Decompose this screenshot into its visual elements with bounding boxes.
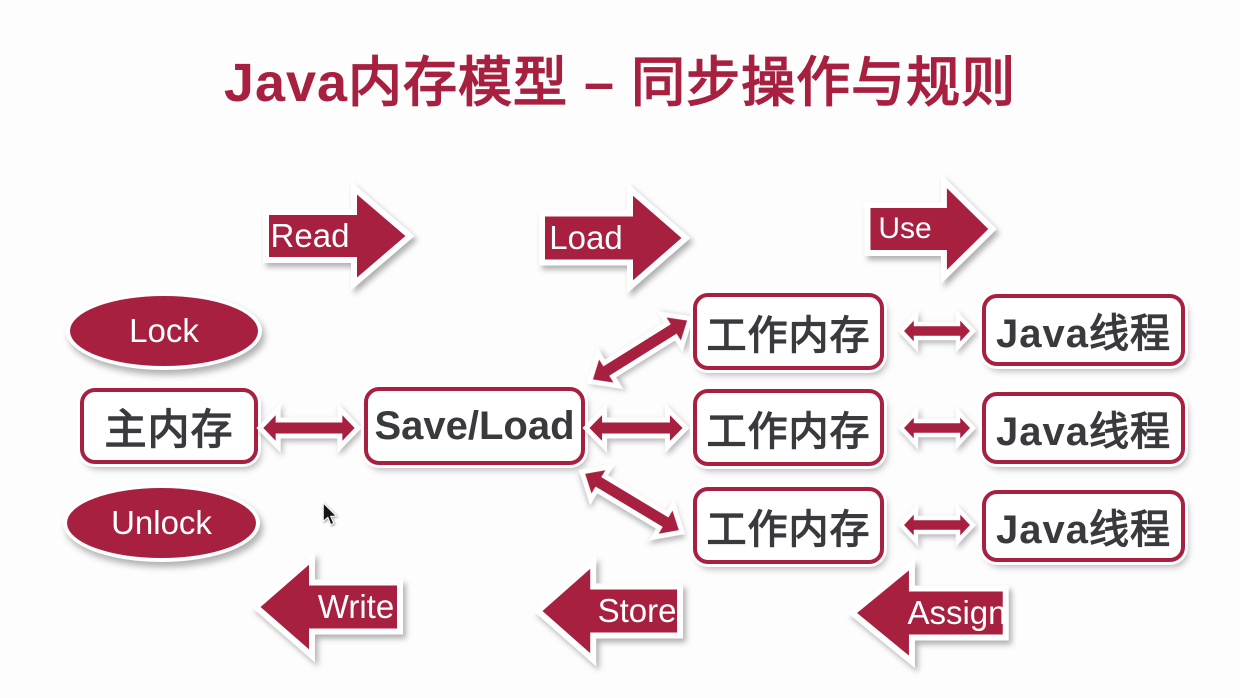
right-block-arrow-icon	[538, 183, 690, 293]
assign-arrow-label: Assign	[907, 594, 1007, 631]
working-java-double-arrow-1	[897, 311, 977, 351]
right-block-arrow-icon	[864, 175, 996, 283]
lock-ellipse: Lock	[66, 292, 262, 370]
right-block-arrow-icon	[262, 182, 414, 290]
working-memory-box-2: 工作内存	[693, 389, 884, 466]
java-thread-label: Java线程	[996, 312, 1171, 356]
read-arrow-label: Read	[270, 217, 350, 254]
use-arrow: Use	[864, 175, 996, 283]
write-arrow: Write	[252, 552, 404, 662]
main-memory-label: 主内存	[104, 405, 234, 453]
java-thread-box-1: Java线程	[982, 294, 1185, 366]
left-block-arrow-icon	[252, 552, 404, 662]
load-arrow: Load	[538, 183, 690, 293]
load-arrow-label: Load	[549, 219, 623, 256]
save-load-box: Save/Load	[364, 387, 585, 465]
store-arrow: Store	[534, 556, 684, 666]
left-block-arrow-icon	[534, 556, 684, 666]
main-save-double-arrow	[256, 405, 362, 451]
read-arrow: Read	[262, 182, 414, 290]
working-java-double-arrow-2	[897, 408, 977, 448]
use-arrow-label: Use	[878, 212, 932, 245]
save-load-label: Save/Load	[374, 403, 575, 448]
double-arrow-icon	[566, 450, 698, 554]
save-working1-double-arrow	[574, 297, 707, 404]
lock-label: Lock	[129, 312, 199, 349]
java-thread-label: Java线程	[996, 410, 1171, 454]
left-block-arrow-icon	[848, 558, 1010, 668]
double-arrow-icon	[897, 311, 977, 351]
write-arrow-label: Write	[317, 588, 395, 625]
main-memory-box: 主内存	[80, 388, 258, 464]
store-arrow-label: Store	[597, 592, 677, 629]
java-thread-box-3: Java线程	[982, 490, 1185, 562]
double-arrow-icon	[256, 405, 362, 451]
java-thread-label: Java线程	[996, 508, 1171, 552]
save-working3-double-arrow	[566, 450, 698, 554]
working-memory-box-1: 工作内存	[693, 293, 884, 370]
working-memory-box-3: 工作内存	[693, 487, 884, 564]
working-memory-label: 工作内存	[706, 409, 871, 454]
assign-arrow: Assign	[848, 558, 1010, 668]
page-title: Java内存模型 – 同步操作与规则	[223, 53, 1017, 113]
unlock-label: Unlock	[111, 504, 212, 541]
unlock-ellipse: Unlock	[63, 484, 260, 562]
save-working2-double-arrow	[582, 405, 690, 451]
working-memory-label: 工作内存	[706, 313, 871, 358]
working-memory-label: 工作内存	[706, 507, 871, 552]
working-java-double-arrow-3	[897, 505, 977, 545]
mouse-cursor	[321, 501, 338, 527]
double-arrow-icon	[897, 408, 977, 448]
cursor-arrow-icon	[322, 501, 338, 526]
double-arrow-icon	[897, 505, 977, 545]
double-arrow-icon	[574, 297, 707, 404]
double-arrow-icon	[582, 405, 690, 451]
java-thread-box-2: Java线程	[982, 392, 1185, 464]
